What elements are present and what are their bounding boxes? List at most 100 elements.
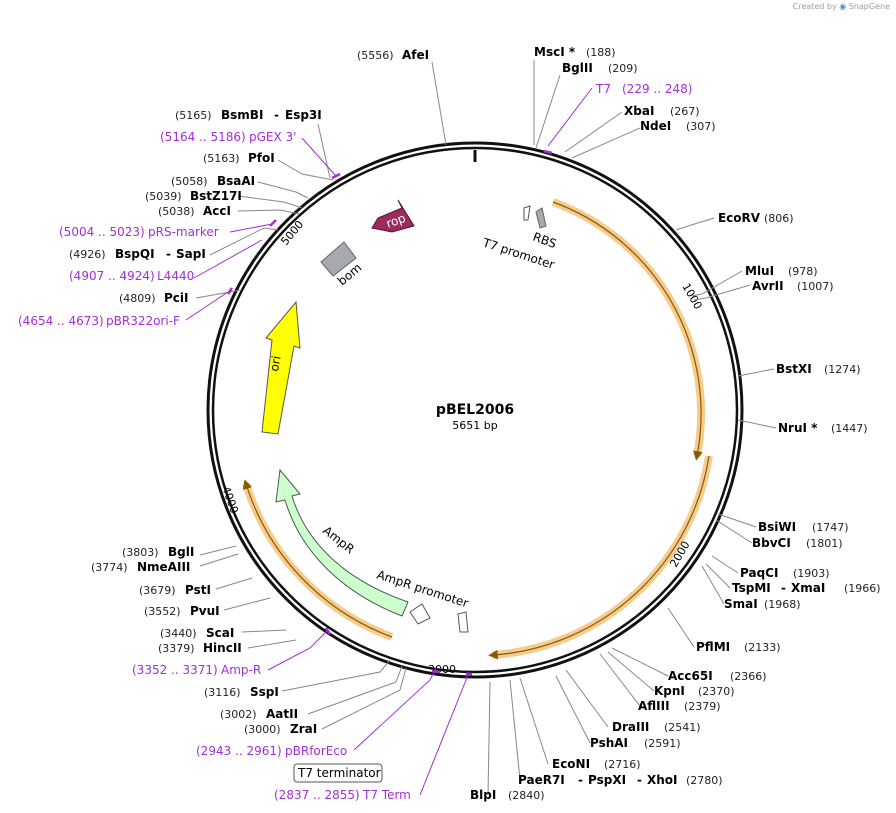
site-pos-msci: (188) bbox=[586, 46, 616, 59]
site-pos-paqci: (1903) bbox=[793, 567, 830, 580]
ori-feature bbox=[261, 300, 301, 435]
site-pos-bspqi: (4926) bbox=[69, 248, 106, 261]
ori-label: ori bbox=[267, 355, 283, 373]
site-pos-bbvci: (1801) bbox=[806, 537, 843, 550]
t7-terminator-box bbox=[293, 763, 383, 783]
site-aatii: AatII bbox=[266, 707, 298, 721]
site-zrai: ZraI bbox=[290, 722, 317, 736]
site-pos-pvui: (3552) bbox=[144, 605, 181, 618]
primer-l4440: L4440 bbox=[157, 269, 194, 283]
snapgene-watermark: Created by ◉ SnapGene bbox=[793, 2, 890, 11]
primer-prs-marker: pRS-marker bbox=[148, 225, 219, 239]
site-pos-bstz17i: (5039) bbox=[145, 190, 182, 203]
site-pfoi: PfoI bbox=[248, 151, 275, 165]
backbone-outer bbox=[206, 141, 744, 679]
site-pos-acc65i: (2366) bbox=[730, 670, 767, 683]
primer-pbr322ori-f: pBR322ori-F bbox=[106, 314, 180, 328]
site-bglii: BglII bbox=[562, 61, 593, 75]
site-msci: MscI * bbox=[534, 45, 576, 59]
cds-arc-bottom-line bbox=[488, 455, 710, 660]
site-pos-aatii: (3002) bbox=[220, 708, 257, 721]
site-tspmi: TspMI bbox=[732, 581, 771, 595]
site-bstxi: BstXI bbox=[776, 362, 812, 376]
site-pos-scai: (3440) bbox=[160, 627, 197, 640]
primer-pos-t7-term: (2837 .. 2855) bbox=[274, 788, 360, 802]
site-pos-paer7i: (2780) bbox=[686, 774, 723, 787]
primer-t7: T7 bbox=[595, 82, 611, 96]
site-pspxi: PspXI bbox=[588, 773, 626, 787]
site-pos-ecorv: (806) bbox=[764, 212, 794, 225]
ampr-promoter-feature bbox=[409, 603, 431, 625]
site-pos-afliii: (2379) bbox=[684, 700, 721, 713]
site-smai: SmaI bbox=[724, 597, 758, 611]
site-ndei: NdeI bbox=[640, 119, 671, 133]
site-pos-sspi: (3116) bbox=[204, 686, 241, 699]
site-pos-ndei: (307) bbox=[686, 120, 716, 133]
site-pos-zrai: (3000) bbox=[244, 723, 281, 736]
site-scai: ScaI bbox=[206, 626, 234, 640]
rop-feature bbox=[371, 199, 415, 233]
site-pos-bgli: (3803) bbox=[122, 546, 159, 559]
t7-promoter-feature bbox=[523, 205, 531, 221]
site-pos-afei: (5556) bbox=[357, 49, 394, 62]
site-dash-esp3i: - bbox=[274, 108, 279, 122]
site-sapi: SapI bbox=[176, 247, 206, 261]
site-draiii: DraIII bbox=[612, 720, 649, 734]
site-pos-blpi: (2840) bbox=[508, 789, 545, 802]
site-psti: PstI bbox=[185, 583, 211, 597]
site-bsiwi: BsiWI bbox=[758, 520, 796, 534]
site-econi: EcoNI bbox=[552, 757, 590, 771]
site-sspi: SspI bbox=[250, 685, 279, 699]
site-pshai: PshAI bbox=[590, 736, 628, 750]
primer-pos-pgex3: (5164 .. 5186) bbox=[160, 130, 246, 144]
site-pos-bstxi: (1274) bbox=[824, 363, 861, 376]
site-pos-mlui: (978) bbox=[788, 265, 818, 278]
rbs-feature bbox=[535, 207, 547, 229]
primer-pbrforeco: pBRforEco bbox=[285, 744, 347, 758]
site-nmeaiii: NmeAIII bbox=[137, 560, 190, 574]
rop-label: rop bbox=[384, 211, 407, 231]
site-connector-lines bbox=[195, 60, 777, 796]
site-kpni: KpnI bbox=[654, 684, 685, 698]
site-pos-bsaai: (5058) bbox=[171, 175, 208, 188]
site-blpi: BlpI bbox=[470, 788, 496, 802]
cds-arc-top bbox=[551, 198, 705, 457]
site-ecorv: EcoRV bbox=[718, 211, 761, 225]
site-pos-draiii: (2541) bbox=[664, 721, 701, 734]
primer-pos-pbr322ori-f: (4654 .. 4673) bbox=[18, 314, 104, 328]
site-pos-bsiwi: (1747) bbox=[812, 521, 849, 534]
site-bstz17i: BstZ17I bbox=[190, 189, 242, 203]
site-pos-nrui: (1447) bbox=[831, 422, 868, 435]
site-avrii: AvrII bbox=[752, 279, 784, 293]
primer-connector-lines bbox=[185, 87, 593, 796]
site-afei: AfeI bbox=[402, 48, 429, 62]
primer-t7-term: T7 Term bbox=[362, 788, 411, 802]
site-pcii: PciI bbox=[164, 291, 189, 305]
site-pos-bglii: (209) bbox=[608, 62, 638, 75]
primer-pos-l4440: (4907 .. 4924) bbox=[69, 269, 155, 283]
site-pflmi: PflMI bbox=[696, 640, 730, 654]
site-pos-kpni: (2370) bbox=[698, 685, 735, 698]
site-pos-psti: (3679) bbox=[139, 584, 176, 597]
site-mlui: MluI bbox=[745, 264, 774, 278]
site-pos-pshai: (2591) bbox=[644, 737, 681, 750]
t7-terminator-label: T7 terminator bbox=[297, 766, 381, 780]
site-pos-pcii: (4809) bbox=[119, 292, 156, 305]
site-pvui: PvuI bbox=[190, 604, 220, 618]
site-nrui: NruI * bbox=[778, 421, 818, 435]
primer-amp-r: Amp-R bbox=[221, 663, 261, 677]
site-dash-pspxi: - bbox=[578, 773, 583, 787]
site-pos-pflmi: (2133) bbox=[744, 641, 781, 654]
site-pos-acci: (5038) bbox=[158, 205, 195, 218]
ampr-feature bbox=[275, 468, 409, 617]
cds-arc-left-line bbox=[242, 479, 393, 638]
site-esp3i: Esp3I bbox=[285, 108, 322, 122]
site-pos-bsmbi: (5165) bbox=[175, 109, 212, 122]
watermark-prefix: Created by bbox=[792, 2, 837, 11]
site-dash-xmai: - bbox=[781, 581, 786, 595]
site-xbai: XbaI bbox=[624, 104, 654, 118]
primer-pos-prs-marker: (5004 .. 5023) bbox=[59, 225, 145, 239]
bom-feature bbox=[320, 241, 357, 277]
site-acc65i: Acc65I bbox=[668, 669, 713, 683]
site-paqci: PaqCI bbox=[740, 566, 778, 580]
